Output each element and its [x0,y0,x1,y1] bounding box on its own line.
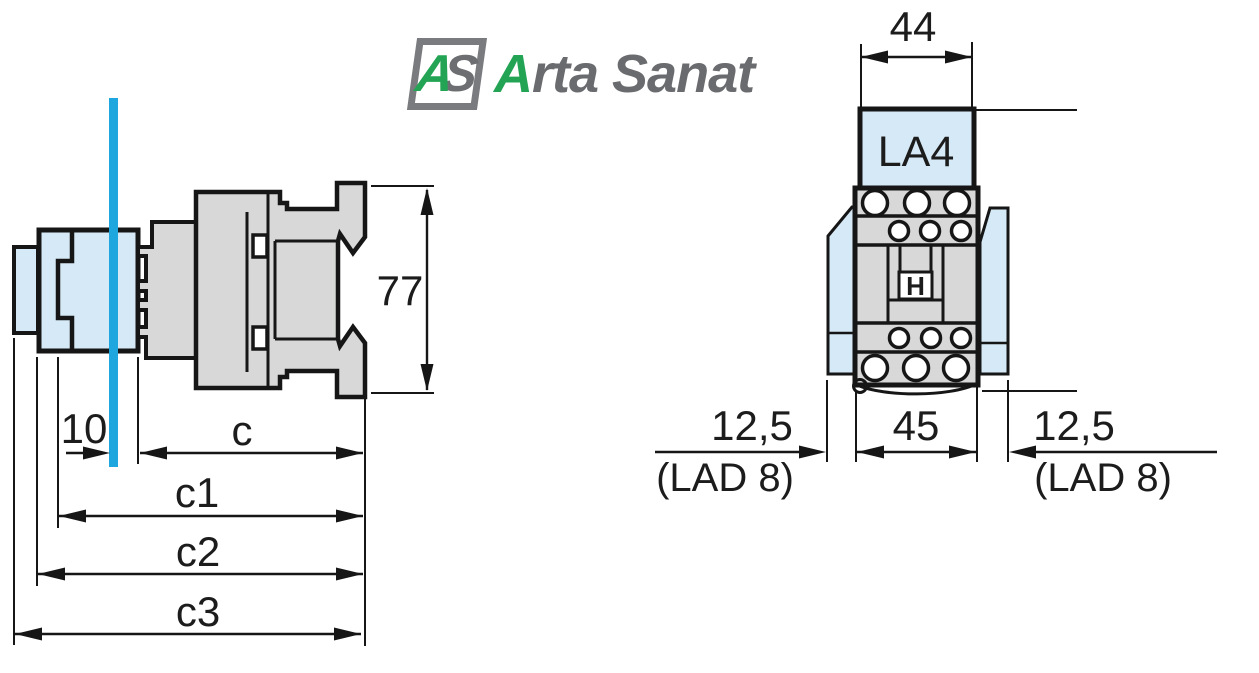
terminal-circles [860,188,973,383]
mounting-plane-line [109,98,118,467]
front-view-dimensions [655,42,1217,462]
coil-area-lines [886,245,945,323]
contactor-front-shape [852,185,981,396]
dim-label-12-5-left: 12,5 [711,402,793,449]
dim-label-12-5-right: 12,5 [1033,402,1115,449]
brand-name: Arta Sanat [494,38,755,110]
side-view: 10 c c1 c2 c3 77 [12,98,434,646]
dim-label-c2: c2 [176,528,220,575]
rail-clip-window-top [251,233,269,259]
dim-label-44: 44 [890,3,937,50]
note-lad8-left: (LAD 8) [656,456,794,500]
accessory-side-shape [12,227,141,354]
coil-marking-label: H [906,271,925,301]
dim-label-c: c [232,407,253,454]
dim-label-45: 45 [893,402,940,449]
front-view: LA4 [655,3,1217,500]
contactor-side-shape [136,180,368,400]
reference-lines [975,109,1077,392]
dim-label-10: 10 [61,405,108,452]
brand-name-initial: A [494,44,533,104]
side-interior-lines [245,192,338,388]
dim-label-c1: c1 [175,469,219,516]
brand-logo: A S Arta Sanat [406,38,755,110]
extension-lines [13,185,434,646]
lateral-blocks [826,205,1010,376]
dim-label-77: 77 [377,267,424,314]
front-extension-lines [826,42,1009,462]
side-view-dimensions [13,185,434,646]
bottom-loop [852,378,868,394]
note-lad8-right: (LAD 8) [1034,456,1172,500]
brand-name-rest: rta Sanat [532,44,755,104]
dim-label-c3: c3 [176,588,220,635]
la4-label: LA4 [878,128,955,176]
rail-clip-window-bottom [251,325,269,351]
